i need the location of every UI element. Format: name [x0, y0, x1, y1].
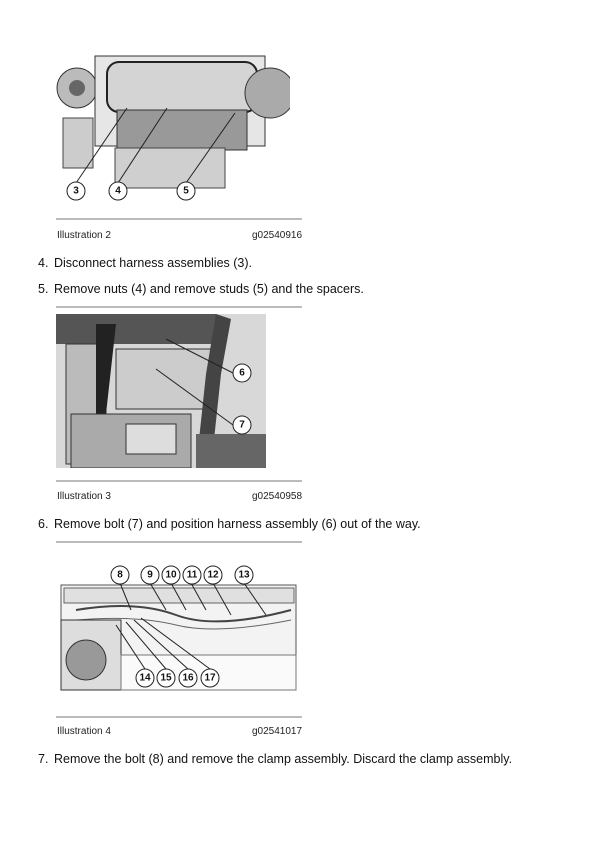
callout-12: 12 [203, 565, 223, 585]
callout-9: 9 [140, 565, 160, 585]
callout-15: 15 [156, 668, 176, 688]
step-7: 7. Remove the bolt (8) and remove the cla… [38, 752, 512, 766]
step-number: 5. [38, 282, 49, 296]
step-number: 7. [38, 752, 49, 766]
callout-3: 3 [66, 181, 86, 201]
illustration-label: Illustration 4 [57, 726, 111, 737]
divider [56, 480, 302, 482]
callout-4: 4 [108, 181, 128, 201]
callout-13: 13 [234, 565, 254, 585]
engine-illustration-3 [56, 314, 266, 468]
step-6: 6. Remove bolt (7) and position harness a… [38, 517, 421, 531]
callout-5: 5 [176, 181, 196, 201]
engine-illustration-2 [55, 48, 290, 208]
callout-14: 14 [135, 668, 155, 688]
step-text: Disconnect harness assemblies (3). [54, 256, 252, 270]
divider [56, 218, 302, 220]
illustration-label: Illustration 3 [57, 491, 111, 502]
step-5: 5. Remove nuts (4) and remove studs (5) a… [38, 282, 364, 296]
callout-17: 17 [200, 668, 220, 688]
callout-7: 7 [232, 415, 252, 435]
callout-11: 11 [182, 565, 202, 585]
illustration-label: Illustration 2 [57, 230, 111, 241]
divider [56, 541, 302, 543]
step-number: 4. [38, 256, 49, 270]
step-4: 4. Disconnect harness assemblies (3). [38, 256, 252, 270]
illustration-code: g02540958 [252, 491, 303, 502]
divider [56, 716, 302, 718]
illustration-code: g02541017 [252, 726, 303, 737]
callout-6: 6 [232, 363, 252, 383]
step-text: Remove the bolt (8) and remove the clamp… [54, 752, 513, 766]
callout-16: 16 [178, 668, 198, 688]
divider [56, 306, 302, 308]
step-text: Remove nuts (4) and remove studs (5) and… [54, 282, 364, 296]
callout-10: 10 [161, 565, 181, 585]
callout-8: 8 [110, 565, 130, 585]
illustration-code: g02540916 [252, 230, 303, 241]
step-number: 6. [38, 517, 49, 531]
step-text: Remove bolt (7) and position harness ass… [54, 517, 421, 531]
